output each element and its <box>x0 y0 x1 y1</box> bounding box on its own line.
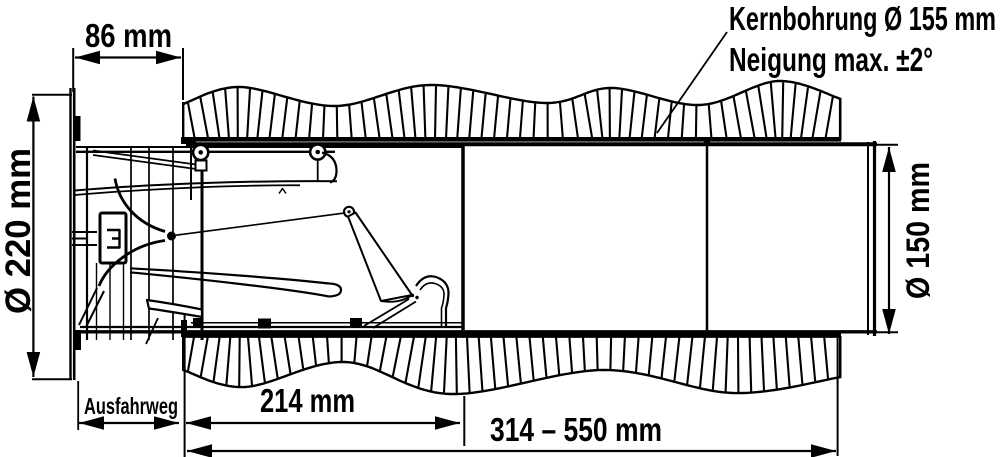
svg-text:86 mm: 86 mm <box>85 17 172 54</box>
svg-text:Neigung max. ±2°: Neigung max. ±2° <box>729 41 933 78</box>
svg-text:Ausfahrweg: Ausfahrweg <box>84 393 178 419</box>
svg-text:214 mm: 214 mm <box>260 382 355 419</box>
svg-text:Ø 220 mm: Ø 220 mm <box>0 148 38 314</box>
svg-text:314 – 550 mm: 314 – 550 mm <box>490 411 662 448</box>
svg-text:Ø 150 mm: Ø 150 mm <box>900 162 936 299</box>
svg-text:Kernbohrung Ø 155 mm: Kernbohrung Ø 155 mm <box>729 0 996 37</box>
